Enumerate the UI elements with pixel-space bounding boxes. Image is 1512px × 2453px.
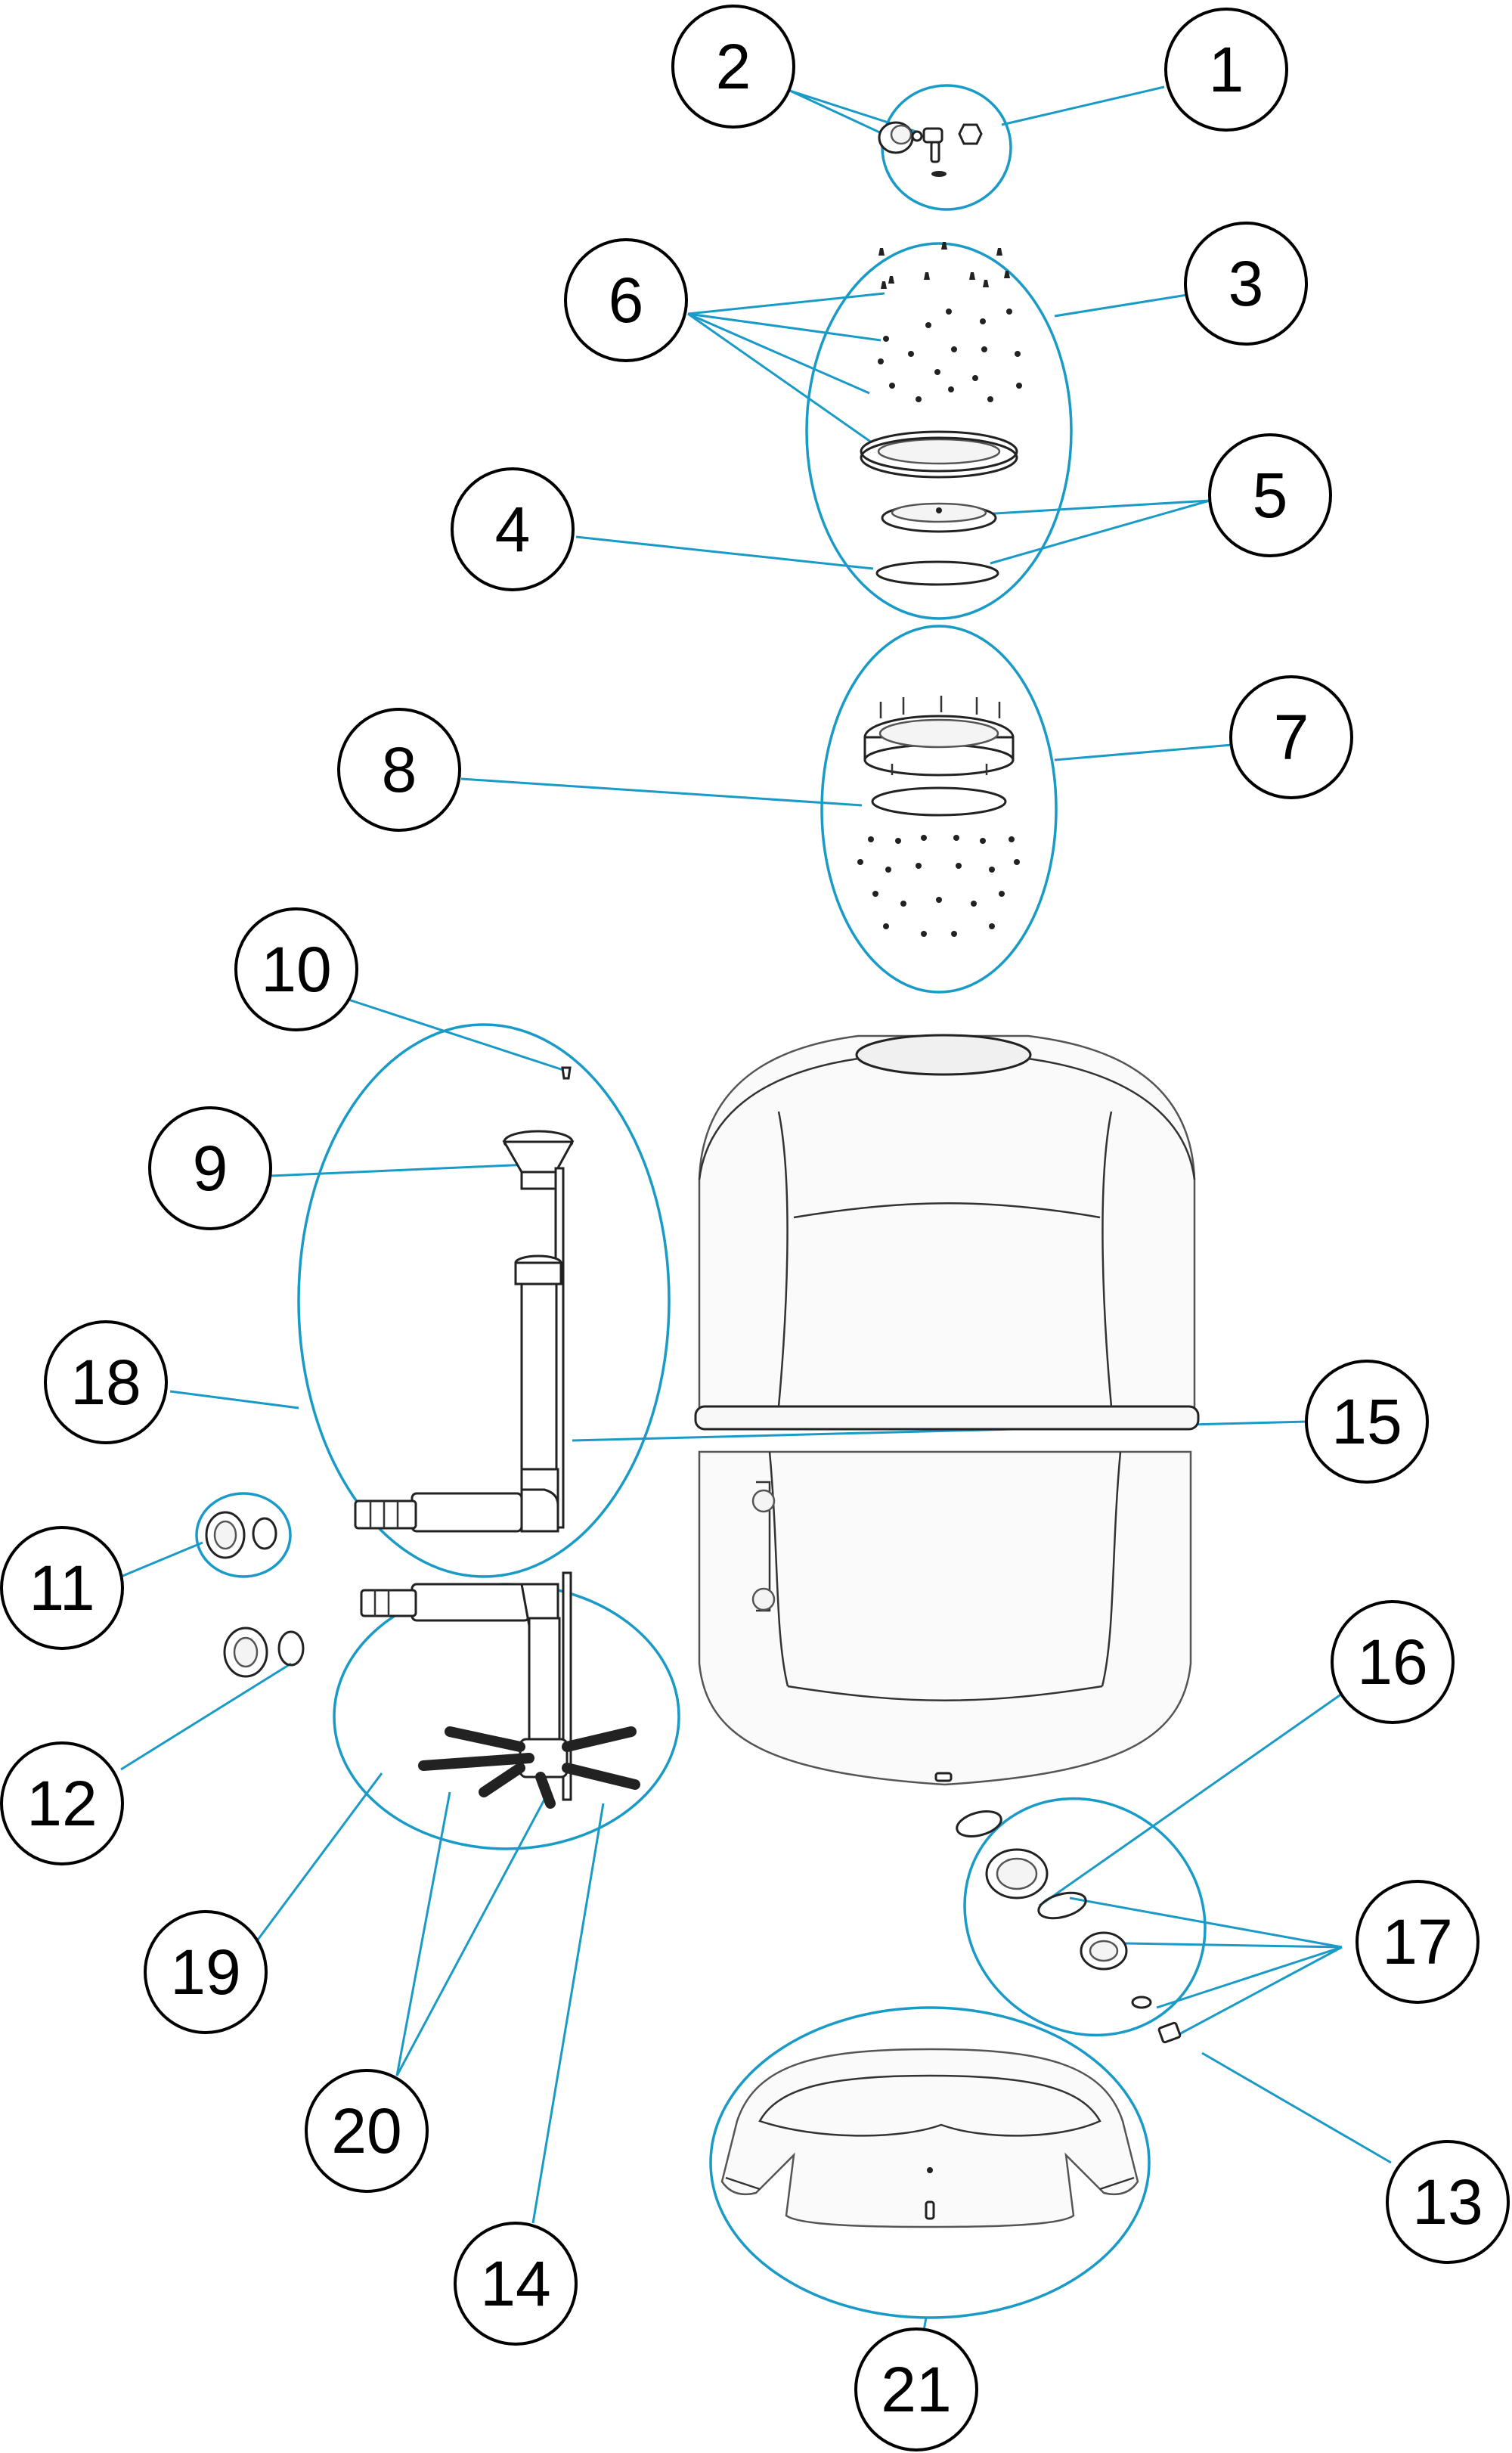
leader-17a	[1069, 1896, 1343, 1949]
leader-9	[270, 1163, 530, 1177]
leader-11	[120, 1541, 203, 1578]
leader-5a	[982, 499, 1210, 516]
part-collar-oring	[871, 786, 1007, 817]
callout-12: 12	[0, 1741, 124, 1865]
callout-10: 10	[234, 907, 358, 1031]
part-union-12	[223, 1627, 305, 1678]
group-ellipse-21	[709, 2006, 1151, 2319]
leader-12	[120, 1662, 292, 1771]
group-ellipse-11	[195, 1492, 292, 1578]
part-drain-assembly	[956, 1810, 1182, 2044]
callout-label: 19	[170, 1937, 240, 2008]
callout-4: 4	[451, 467, 575, 591]
leader-6d	[687, 312, 878, 448]
leader-8	[460, 777, 863, 807]
callout-label: 6	[609, 265, 644, 336]
callout-label: 4	[495, 494, 531, 565]
callout-21: 21	[854, 2327, 978, 2451]
leader-6b	[687, 312, 881, 342]
callout-label: 15	[1331, 1386, 1402, 1457]
leader-19	[248, 1772, 383, 1952]
callout-17: 17	[1356, 1880, 1479, 2004]
part-collar-ring	[863, 696, 1015, 777]
part-base-stand	[720, 2048, 1139, 2228]
leader-10	[343, 997, 564, 1071]
callout-16: 16	[1331, 1600, 1455, 1724]
callout-label: 11	[29, 1552, 94, 1623]
leader-16	[1039, 1692, 1343, 1907]
group-ellipse-18	[297, 1023, 671, 1578]
callout-label: 20	[331, 2095, 401, 2166]
callout-label: 5	[1253, 460, 1288, 531]
part-collector-pipe	[354, 1130, 575, 1533]
leader-4	[575, 535, 874, 570]
callout-13: 13	[1386, 2140, 1510, 2264]
callout-2: 2	[671, 5, 795, 129]
callout-label: 8	[382, 734, 417, 805]
part-union-11	[205, 1511, 277, 1559]
callout-20: 20	[305, 2069, 429, 2193]
callout-11: 11	[0, 1526, 124, 1650]
callout-7: 7	[1229, 675, 1353, 799]
part-lid-bolts	[878, 242, 1022, 402]
callout-label: 21	[881, 2354, 951, 2425]
leader-5b	[990, 499, 1210, 565]
leader-3	[1054, 293, 1188, 318]
group-ellipse-17	[963, 1797, 1207, 2037]
callout-label: 1	[1209, 34, 1244, 105]
callout-label: 12	[26, 1768, 97, 1839]
leader-20a	[395, 1791, 451, 2076]
callout-label: 13	[1412, 2166, 1483, 2237]
callout-8: 8	[337, 708, 461, 832]
leader-6c	[687, 312, 870, 395]
callout-18: 18	[44, 1320, 168, 1444]
callout-label: 2	[716, 31, 751, 102]
leader-17c	[1156, 1946, 1343, 2009]
leader-17d	[1179, 1946, 1343, 2036]
leader-13	[1201, 2051, 1392, 2164]
callout-label: 14	[480, 2248, 550, 2319]
callout-1: 1	[1164, 8, 1288, 132]
callout-9: 9	[148, 1106, 272, 1230]
callout-6: 6	[564, 238, 688, 362]
leader-17b	[1124, 1942, 1343, 1949]
callout-label: 10	[261, 934, 331, 1005]
callout-5: 5	[1208, 433, 1332, 557]
callout-label: 9	[193, 1133, 228, 1204]
part-lateral-manifold	[360, 1571, 640, 1809]
callout-3: 3	[1184, 222, 1308, 346]
leader-6a	[687, 292, 885, 315]
group-ellipse-7	[820, 625, 1058, 994]
leader-14	[531, 1803, 605, 2224]
part-screw-small	[561, 1066, 572, 1080]
callout-label: 3	[1228, 248, 1264, 319]
group-ellipse-19	[333, 1583, 680, 1850]
callout-19: 19	[144, 1910, 268, 2034]
callout-label: 7	[1274, 702, 1309, 773]
leader-7	[1054, 743, 1233, 761]
leader-18	[169, 1390, 299, 1409]
callout-label: 16	[1357, 1627, 1427, 1698]
leader-20b	[395, 1799, 546, 2076]
callout-label: 18	[70, 1347, 141, 1418]
part-filter-tank	[694, 1034, 1200, 1786]
part-valve-fittings	[878, 121, 983, 177]
part-lid-cover	[881, 502, 997, 533]
part-collar-bolts	[857, 835, 1020, 937]
callout-15: 15	[1305, 1360, 1429, 1484]
leader-1	[1001, 85, 1165, 126]
leader-2a	[789, 89, 897, 141]
group-ellipse-3	[805, 242, 1073, 620]
part-lid-flange-ring	[860, 430, 1018, 479]
callout-14: 14	[454, 2222, 578, 2346]
part-lid-oring	[875, 560, 999, 586]
callout-label: 17	[1382, 1906, 1452, 1977]
